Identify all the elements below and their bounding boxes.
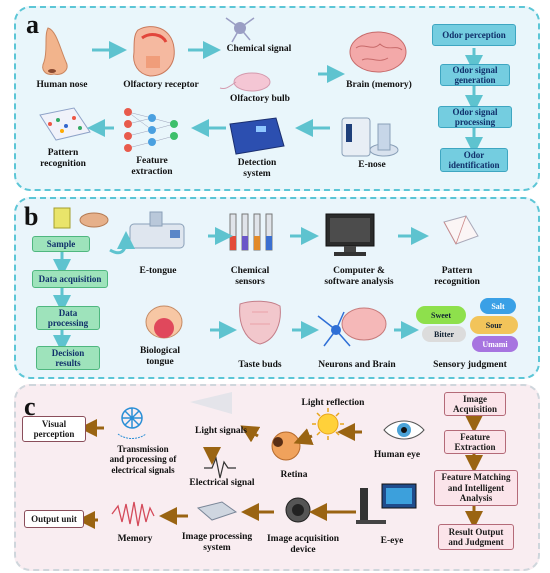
label-electrical-signal: Electrical signal <box>189 478 255 488</box>
taste-sour: Sour <box>470 316 518 334</box>
label-biological-tongue: Biological tongue <box>139 346 181 367</box>
label-chemical-sensors: Chemical sensors <box>230 266 270 287</box>
nose-icon <box>42 27 68 75</box>
step-odor-signal-processing: Odor signal processing <box>438 106 512 128</box>
triangle-pointer-icon <box>190 392 232 414</box>
taste-umami: Umami <box>472 336 518 352</box>
step-feature-extraction: Feature Extraction <box>444 430 506 454</box>
detection-system-icon <box>229 117 285 155</box>
label-brain-memory: Brain (memory) <box>346 80 412 90</box>
box-visual-perception: Visual perception <box>22 416 86 442</box>
e-nose-icon <box>341 117 399 157</box>
label-image-acquisition: Image acquisition device <box>266 534 340 555</box>
pattern-recognition-3d-icon <box>443 215 479 245</box>
chip-icon <box>196 501 238 521</box>
tongue-icon <box>145 305 183 339</box>
label-light-reflection: Light reflection <box>301 398 365 408</box>
label-human-eye: Human eye <box>373 450 421 460</box>
step-decision-results: Decision results <box>36 346 100 370</box>
olfactory-bulb-icon <box>219 72 271 92</box>
label-retina: Retina <box>280 470 308 480</box>
label-feature-extraction: Feature extraction <box>131 156 173 177</box>
camera-lens-icon <box>285 497 311 523</box>
neuron-brain-icon <box>317 307 387 347</box>
label-memory: Memory <box>117 534 153 544</box>
brain-icon <box>349 31 407 73</box>
label-olfactory-receptor: Olfactory receptor <box>123 80 199 90</box>
label-neurons-brain: Neurons and Brain <box>318 360 396 370</box>
step-odor-signal-generation: Odor signal generation <box>440 64 510 86</box>
e-tongue-icon <box>129 211 185 249</box>
eyeball-icon <box>271 431 301 461</box>
panel-b-letter: b <box>24 202 39 231</box>
label-pattern-recognition-b: Pattern recognition <box>434 266 480 287</box>
label-sensory-judgment: Sensory judgment <box>433 360 507 370</box>
label-pattern-recognition-a: Pattern recognition <box>40 148 86 169</box>
label-chemical-signal: Chemical signal <box>226 44 292 54</box>
taste-salt: Salt <box>480 298 516 314</box>
step-data-acquisition: Data acquisition <box>32 270 108 288</box>
taste-bitter: Bitter <box>422 326 466 342</box>
label-detection-system: Detection system <box>237 158 277 179</box>
label-light-signals: Light signals <box>194 426 247 436</box>
computer-icon <box>325 213 375 256</box>
label-computer-software: Computer & software analysis <box>324 266 394 287</box>
step-image-acquisition: Image Acquisition <box>444 392 506 416</box>
neuron-icon <box>225 17 255 43</box>
snowflake-neuron-icon <box>117 407 147 439</box>
step-odor-identification: Odor identification <box>440 148 508 172</box>
panel-b-arrows <box>53 227 429 353</box>
panel-c-letter: c <box>24 392 36 421</box>
step-odor-perception: Odor perception <box>432 24 516 46</box>
label-e-tongue: E-tongue <box>139 266 177 276</box>
panel-c-arrows <box>77 414 483 529</box>
label-olfactory-bulb: Olfactory bulb <box>230 94 290 104</box>
step-data-processing: Data processing <box>36 306 100 330</box>
label-e-eye: E-eye <box>380 536 404 546</box>
scatter-plot-icon <box>39 107 91 141</box>
label-taste-buds: Taste buds <box>238 360 282 370</box>
step-feature-matching: Feature Matching and Intelligent Analysi… <box>434 470 518 506</box>
memory-wave-icon <box>111 501 155 527</box>
e-eye-icon <box>356 483 417 524</box>
label-e-nose: E-nose <box>358 160 386 170</box>
label-image-processing: Image processing system <box>181 532 253 553</box>
panel-a-letter: a <box>26 10 39 39</box>
neural-network-icon <box>124 108 178 152</box>
human-eye-icon <box>383 420 425 440</box>
taste-sweet: Sweet <box>416 306 466 324</box>
label-transmission: Transmission and processing of electrica… <box>109 444 177 475</box>
label-human-nose: Human nose <box>36 80 88 90</box>
electrical-signal-icon <box>204 455 236 479</box>
box-output-unit: Output unit <box>24 510 84 528</box>
chemical-sensors-icon <box>229 213 273 251</box>
step-result-output: Result Output and Judgment <box>438 524 514 550</box>
step-sample: Sample <box>32 236 90 252</box>
panel-a-arrows <box>87 41 483 155</box>
sample-icon <box>53 207 109 229</box>
sun-icon <box>312 408 344 440</box>
olfactory-receptor-icon <box>133 26 175 77</box>
taste-buds-icon <box>239 300 281 345</box>
